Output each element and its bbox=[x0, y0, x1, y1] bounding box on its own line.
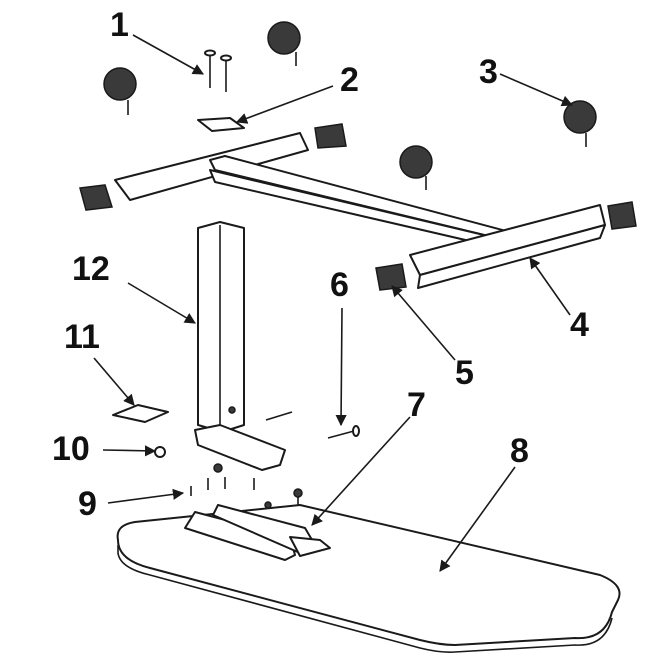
column-part bbox=[194, 221, 286, 471]
screws-part bbox=[190, 463, 255, 496]
callout-3: 3 bbox=[479, 53, 498, 91]
callout-7: 7 bbox=[407, 386, 426, 424]
callout-11: 11 bbox=[64, 318, 100, 356]
nut-part bbox=[154, 446, 166, 458]
callout-4: 4 bbox=[570, 306, 589, 344]
callout-1: 1 bbox=[110, 6, 129, 44]
callout-12: 12 bbox=[72, 250, 110, 288]
callout-2: 2 bbox=[340, 61, 359, 99]
leader-lines bbox=[93, 34, 574, 572]
caster-wheel-part bbox=[103, 21, 597, 190]
frame-crossbar-part bbox=[114, 132, 606, 289]
mounting-bracket-part bbox=[184, 488, 331, 561]
callout-10: 10 bbox=[52, 430, 90, 468]
plate-part bbox=[197, 117, 245, 132]
bolt-pair-part bbox=[204, 49, 232, 92]
callout-9: 9 bbox=[78, 485, 97, 523]
callout-8: 8 bbox=[510, 432, 529, 470]
end-cap-part bbox=[79, 123, 637, 291]
callout-6: 6 bbox=[330, 266, 349, 304]
long-bolt-part bbox=[265, 411, 360, 439]
callout-5: 5 bbox=[455, 354, 474, 392]
clip-part bbox=[112, 404, 169, 423]
